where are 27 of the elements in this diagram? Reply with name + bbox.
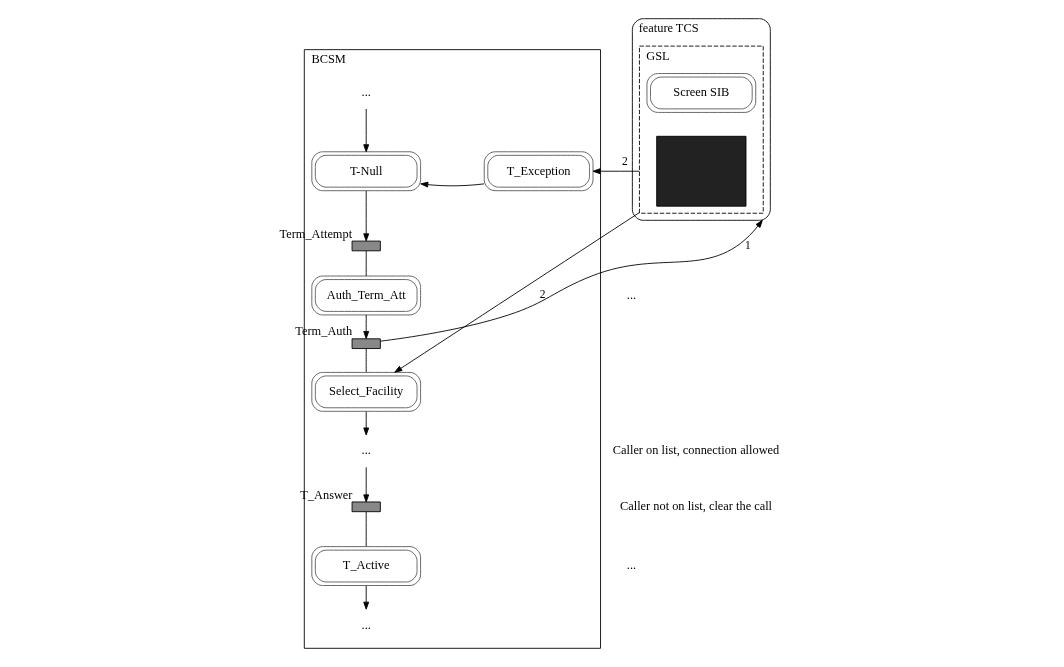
node-box xyxy=(351,501,381,513)
arrow xyxy=(420,181,485,188)
node-box xyxy=(656,135,747,207)
edge-label: 2 xyxy=(621,155,628,168)
arrow xyxy=(363,314,370,339)
node-box xyxy=(351,240,381,252)
connector xyxy=(365,348,367,373)
connector xyxy=(365,511,367,547)
node-box xyxy=(351,338,381,349)
node-text: ... xyxy=(361,85,371,100)
arrow xyxy=(363,411,370,436)
label: ... xyxy=(626,287,637,302)
edge-label: 1 xyxy=(744,238,751,251)
arrow xyxy=(592,168,640,175)
arrow xyxy=(363,108,370,153)
arrow xyxy=(363,585,370,610)
arrow xyxy=(380,219,763,342)
label: Caller not on list, clear the call xyxy=(620,499,773,514)
connector xyxy=(365,250,367,277)
arrow xyxy=(363,466,370,503)
edge-label: 2 xyxy=(539,288,546,301)
node-text: ... xyxy=(361,443,371,458)
arrow xyxy=(394,212,640,373)
label: Caller on list, connection allowed xyxy=(612,443,780,458)
label: ... xyxy=(626,558,637,573)
node-text: ... xyxy=(361,617,371,632)
arrow xyxy=(363,190,370,242)
